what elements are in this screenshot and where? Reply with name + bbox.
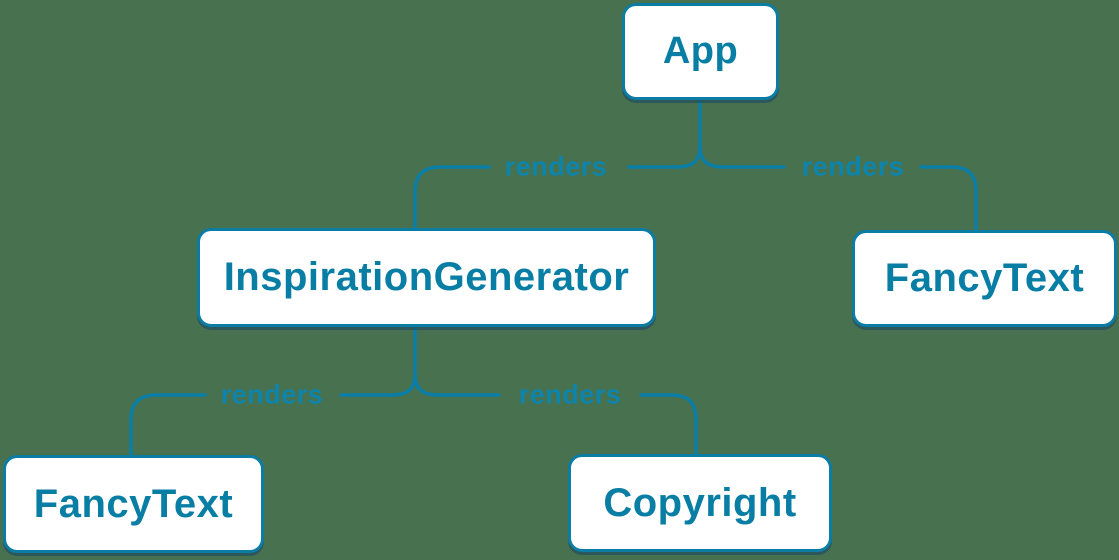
edge-app-to-fancytext-down [919,165,978,233]
node-copyright-label: Copyright [603,480,797,525]
edge-label-renders-inspiration-copyright: renders [518,379,622,410]
node-app: App [622,3,779,100]
edge-inspiration-to-fancytext-left [339,372,417,397]
node-inspiration-generator: InspirationGenerator [197,228,656,327]
edge-app-to-fancytext-right [698,144,786,169]
node-inspiration-generator-label: InspirationGenerator [223,255,630,299]
edge-app-to-inspiration-down [413,165,491,231]
node-fancytext-bottom: FancyText [3,455,264,553]
node-fancytext-top-label: FancyText [884,256,1085,300]
edge-inspiration-to-copyright-right [413,372,501,397]
edge-app-to-inspiration-left [627,144,702,169]
edge-label-renders-app-fancytext: renders [801,151,905,182]
edge-inspiration-to-fancytext-down [129,393,207,458]
edge-inspiration-to-copyright-down [639,393,698,458]
node-fancytext-top: FancyText [852,230,1117,327]
node-app-label: App [662,30,739,72]
edge-label-renders-inspiration-fancytext: renders [220,379,324,410]
node-fancytext-bottom-label: FancyText [33,481,234,526]
node-copyright: Copyright [568,454,832,552]
edge-label-renders-app-inspiration: renders [504,151,608,182]
